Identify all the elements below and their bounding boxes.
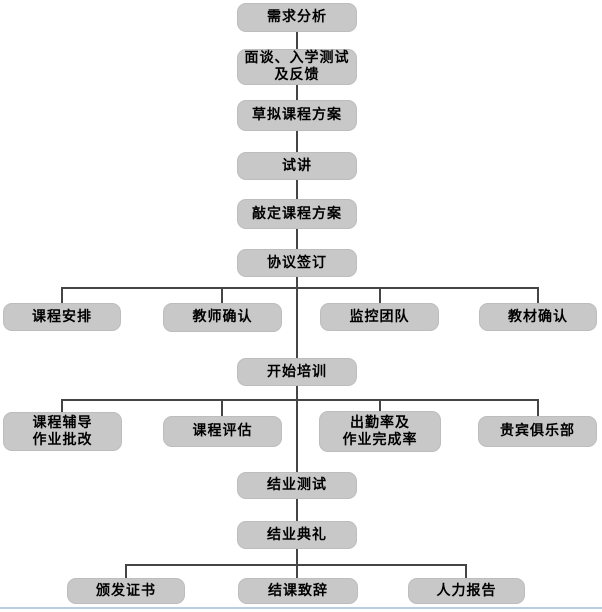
node-vip-club: 贵宾俱乐部	[478, 416, 597, 447]
node-agreement-signing: 协议签订	[237, 249, 357, 277]
connector-spine-9	[296, 549, 298, 578]
node-certificate-award: 颁发证书	[67, 578, 185, 604]
connector-branch1-stub-course-scheduling	[61, 287, 63, 303]
connector-branch3-rail	[125, 564, 467, 566]
node-trial-lecture: 试讲	[237, 152, 357, 180]
node-closing-speech: 结课致辞	[238, 578, 358, 604]
bottom-rule	[0, 607, 602, 609]
connector-branch1-stub-monitoring-team	[379, 287, 381, 303]
node-textbook-confirmation: 教材确认	[479, 303, 597, 331]
connector-spine-5	[296, 229, 298, 249]
connector-spine-6	[296, 277, 298, 358]
connector-branch1-stub-textbook-confirmation	[537, 287, 539, 303]
connector-spine-8	[296, 499, 298, 521]
connector-spine-3	[296, 131, 298, 152]
connector-branch2-stub-vip-club	[537, 399, 539, 416]
connector-spine-2	[296, 85, 298, 100]
node-hr-report: 人力报告	[408, 578, 525, 604]
connector-branch3-stub-hr-report	[465, 564, 467, 578]
node-attendance-completion-rate: 出勤率及 作业完成率	[319, 411, 441, 452]
node-teacher-confirmation: 教师确认	[163, 303, 282, 332]
connector-spine-7	[296, 386, 298, 472]
node-tutoring-homework: 课程辅导 作业批改	[3, 412, 122, 451]
connector-branch2-stub-attendance-rate	[379, 399, 381, 411]
connector-branch2-stub-course-evaluation	[221, 399, 223, 416]
node-monitoring-team: 监控团队	[320, 303, 439, 331]
connector-branch2-rail	[61, 399, 539, 401]
node-requirements-analysis: 需求分析	[237, 3, 357, 32]
node-graduation-ceremony: 结业典礼	[237, 521, 357, 549]
node-start-training: 开始培训	[237, 358, 357, 386]
connector-branch1-rail	[61, 287, 539, 289]
connector-branch1-stub-teacher-confirmation	[221, 287, 223, 303]
connector-branch3-stub-certificate	[125, 564, 127, 578]
node-draft-course-plan: 草拟课程方案	[237, 100, 357, 131]
node-finalize-course-plan: 敲定课程方案	[237, 199, 357, 229]
connector-branch2-stub-tutoring-homework	[61, 399, 63, 412]
node-course-scheduling: 课程安排	[3, 303, 121, 331]
node-completion-test: 结业测试	[237, 472, 357, 499]
connector-spine-4	[296, 180, 298, 199]
node-interview-test-feedback: 面谈、入学测试 及反馈	[237, 49, 357, 85]
node-course-evaluation: 课程评估	[163, 416, 282, 447]
connector-spine-1	[296, 32, 298, 49]
